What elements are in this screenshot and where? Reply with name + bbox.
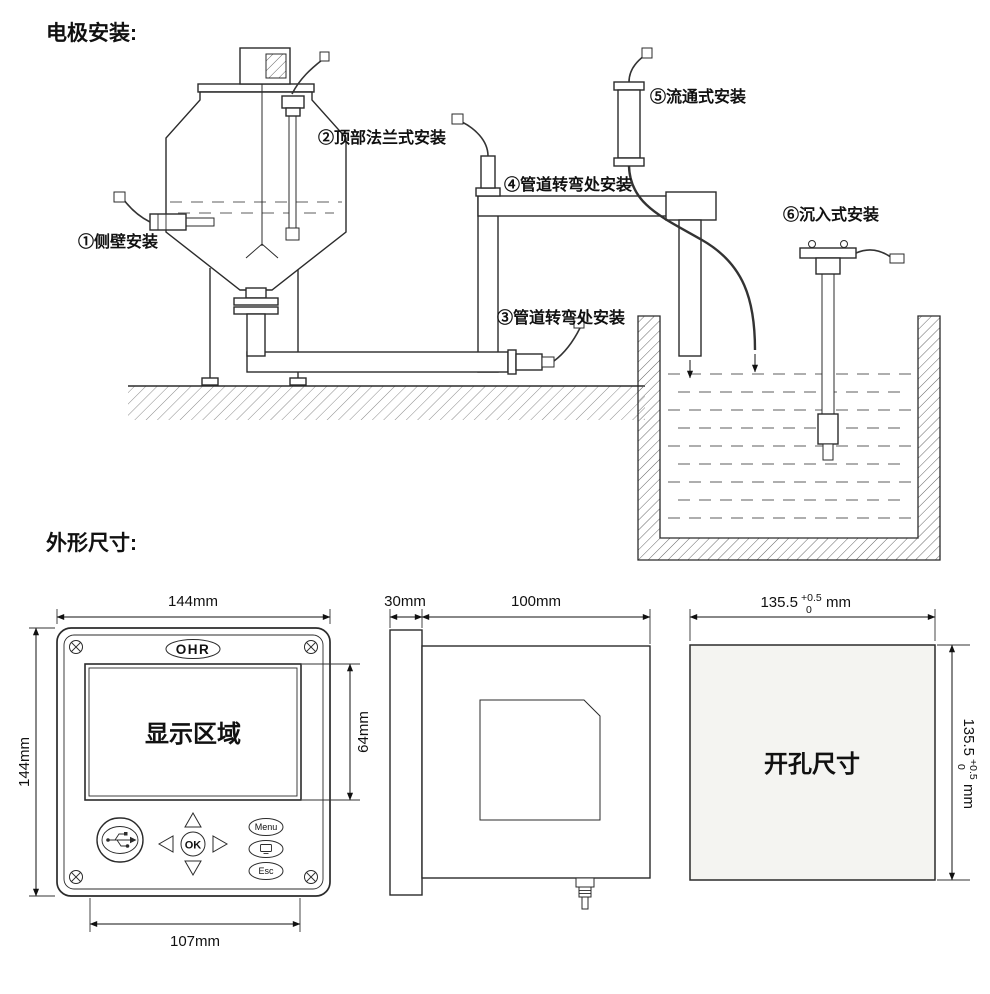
cutout-view: 开孔尺寸 135.5 +0.5 0 mm 135.5 +0.5 0 mm	[689, 592, 979, 881]
left-arrow-key	[157, 835, 174, 853]
display-area-label: 显示区域	[145, 721, 241, 748]
usb-button	[96, 817, 144, 863]
screw-icon	[304, 870, 318, 884]
esc-button: Esc	[248, 862, 284, 880]
dim-bezel-depth: 30mm	[384, 593, 426, 610]
menu-button-label: Menu	[255, 822, 278, 832]
front-view-dimensions: 144mm 144mm 64mm 107mm	[16, 593, 372, 950]
electrode-pipe-bend-top	[451, 113, 501, 197]
dim-cutout-tolzero-right: 0	[955, 764, 967, 770]
side-bezel	[389, 629, 423, 896]
install-section-title: 电极安装:	[46, 21, 137, 45]
install-label-4: ④管道转弯处安装	[504, 175, 632, 194]
electrode-submersion	[799, 240, 905, 461]
esc-button-label: Esc	[258, 866, 274, 876]
ground-hatch	[128, 385, 645, 420]
dim-cutout-tolplus-top: +0.5	[801, 592, 822, 604]
tank-drain	[233, 287, 279, 357]
cutout-dim-top: 135.5 +0.5 0 mm	[689, 592, 936, 641]
cable-gland	[575, 877, 595, 910]
side-view: 30mm 100mm	[384, 593, 651, 910]
display-area: 显示区域	[84, 663, 302, 801]
tank	[165, 47, 347, 357]
dim-cutout-size-right: 135.5	[960, 718, 977, 756]
electrode-flow-cell	[613, 47, 759, 373]
right-arrow-key	[212, 835, 229, 853]
side-body	[421, 645, 651, 879]
brand-logo: OHR	[165, 639, 221, 659]
agitator	[239, 47, 291, 259]
dimensions-section-title: 外形尺寸:	[46, 531, 137, 555]
electrode-top-flange	[281, 51, 330, 241]
install-label-6: ⑥沉入式安装	[783, 205, 879, 224]
dim-cutout-tolzero-top: 0	[806, 604, 812, 616]
ok-key	[180, 831, 206, 857]
ok-key-label: OK	[185, 840, 202, 852]
brand-text: OHR	[176, 642, 211, 657]
keypad: OK	[157, 811, 229, 877]
cutout-square	[689, 644, 936, 881]
install-label-2: ②顶部法兰式安装	[318, 128, 446, 147]
dim-cutout-size-top: 135.5	[760, 594, 798, 611]
display-toggle-button	[248, 840, 284, 858]
dim-front-height: 144mm	[16, 737, 33, 787]
cutout-label: 开孔尺寸	[764, 751, 860, 778]
side-view-dimensions: 30mm 100mm	[384, 593, 651, 644]
electrode-sidewall	[113, 191, 215, 231]
front-view: OHR 显示区域	[16, 593, 372, 950]
dim-body-depth: 100mm	[511, 593, 561, 610]
dim-cutout-tolplus-right: +0.5	[967, 759, 979, 780]
install-label-5: ⑤流通式安装	[650, 87, 746, 106]
dim-display-height: 64mm	[355, 711, 372, 753]
screw-icon	[69, 870, 83, 884]
electrode-pipe-bend-bottom	[507, 317, 585, 375]
dim-front-width: 144mm	[168, 593, 218, 610]
menu-button: Menu	[248, 818, 284, 836]
screw-icon	[69, 640, 83, 654]
install-label-3: ③管道转弯处安装	[497, 308, 625, 327]
install-label-1: ①侧壁安装	[78, 232, 158, 251]
dim-cutout-unit-top: mm	[826, 594, 851, 611]
basin-liquid	[668, 373, 912, 519]
basin	[637, 315, 941, 561]
dim-cutout-unit-right: mm	[960, 784, 977, 809]
screen-icon	[260, 844, 272, 854]
usb-icon	[106, 832, 137, 848]
dim-cutout-inner-width: 107mm	[170, 933, 220, 950]
cutout-dim-right: 135.5 +0.5 0 mm	[937, 644, 979, 881]
screw-icon	[304, 640, 318, 654]
down-arrow-key	[184, 860, 202, 877]
installation-diagram: ①侧壁安装 ②顶部法兰式安装 ③管道转弯处安装 ④管道转弯处安装 ⑤流通式安装 …	[78, 47, 941, 561]
up-arrow-key	[184, 811, 202, 828]
